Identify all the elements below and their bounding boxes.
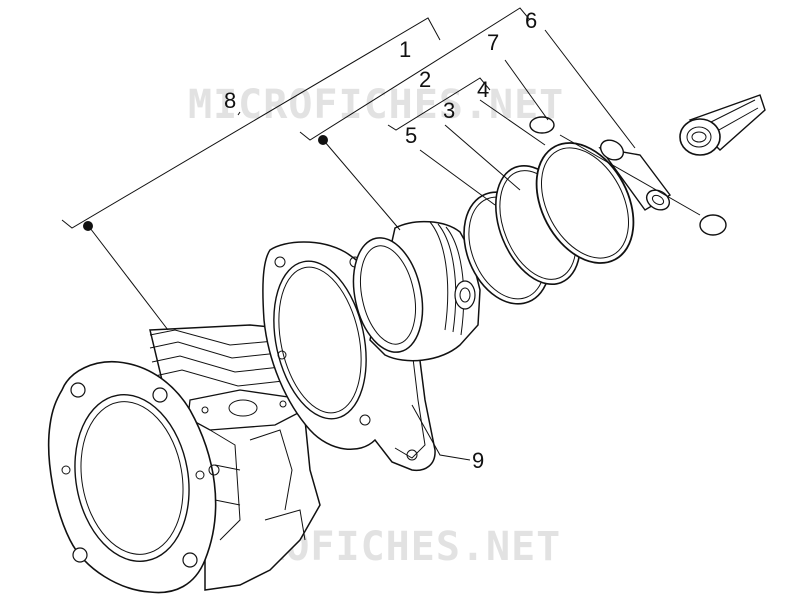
- piston: [352, 220, 481, 362]
- callout-label-5: 5: [405, 123, 417, 148]
- circlip-upper: [529, 116, 555, 134]
- callout-label-9: 9: [472, 448, 484, 473]
- piston-ring-4: [535, 142, 635, 264]
- callout-label-8: 8: [224, 88, 236, 113]
- callout-label-6: 6: [525, 8, 537, 33]
- watermark-top: MICROFICHES.NET: [188, 82, 564, 128]
- piston-pin: [598, 139, 672, 211]
- connecting-rod: [679, 94, 766, 156]
- bullet-marker-8: [83, 221, 93, 231]
- callout-label-4: 4: [477, 77, 489, 102]
- cylinder-block: [47, 324, 321, 594]
- callout-label-3: 3: [443, 98, 455, 123]
- leader-lines: [61, 7, 701, 461]
- callout-label-2: 2: [419, 67, 431, 92]
- callout-label-7: 7: [487, 30, 499, 55]
- cylinder-head-gasket: [262, 241, 436, 472]
- bullet-marker-1: [318, 135, 328, 145]
- callout-label-1: 1: [399, 37, 411, 62]
- circlip-lower: [699, 214, 727, 236]
